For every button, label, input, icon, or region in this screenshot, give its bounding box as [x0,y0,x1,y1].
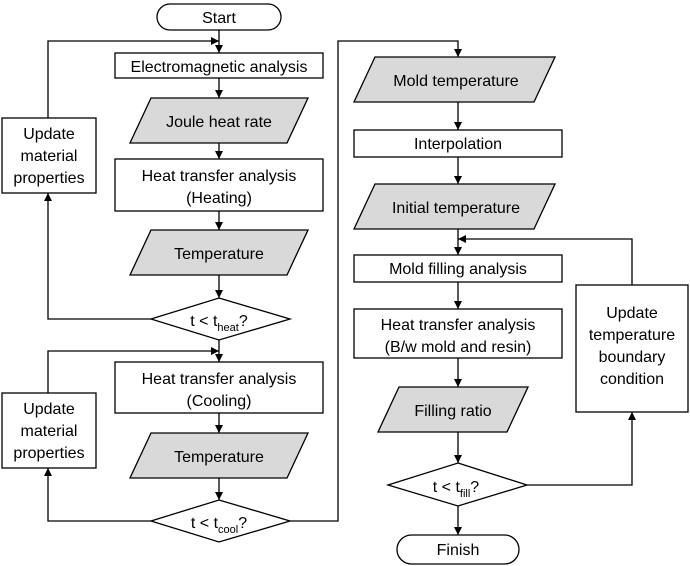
filling-ratio-label: Filling ratio [414,403,491,420]
interpolation-label: Interpolation [414,136,502,153]
joule-heat-rate-data: Joule heat rate [128,97,310,144]
loop-heat-to-update1 [44,193,151,320]
decision-cool-sub: cool [218,524,238,536]
hta-mold-resin-line1: Heat transfer analysis [381,317,536,334]
decision-fill: t < tfill? [385,462,530,507]
update-bc-line1: Update [606,305,658,322]
temperature-data-2: Temperature [128,432,310,479]
update1-line1: Update [23,126,75,143]
loop-update2-to-cooling [47,347,219,393]
decision-fill-prefix: t < t [433,479,461,496]
loop-update1-to-em [47,37,219,118]
temperature-label-1: Temperature [174,246,264,263]
filling-ratio-data: Filling ratio [376,386,530,433]
temperature-data-1: Temperature [128,229,310,276]
joule-heat-rate-label: Joule heat rate [166,114,272,131]
update-material-box-2: Update material properties [1,392,97,469]
cooling-label-line1: Heat transfer analysis [142,371,297,388]
decision-cool: t < tcool? [148,499,293,543]
update-boundary-condition-box: Update temperature boundary condition [575,284,689,413]
finish-label: Finish [437,542,480,559]
mold-filling-box: Mold filling analysis [353,254,563,283]
update-bc-line4: condition [600,371,664,388]
update-material-box-1: Update material properties [1,117,97,194]
heat-transfer-mold-resin-box: Heat transfer analysis (B/w mold and res… [353,308,563,359]
electromagnetic-analysis-label: Electromagnetic analysis [131,59,308,76]
decision-cool-label: t < tcool? [191,515,247,536]
decision-cool-prefix: t < t [191,515,219,532]
loop-fill-to-update-bc [527,412,636,486]
arrow-dec-cool-to-mold-temp [290,40,462,522]
update2-line1: Update [23,401,75,418]
heating-label-line2: (Heating) [186,190,252,207]
start-terminal: Start [156,3,282,31]
decision-fill-sub: fill [460,488,470,500]
update2-line3: properties [13,445,84,462]
decision-heat: t < theat? [148,297,293,341]
temperature-label-2: Temperature [174,449,264,466]
connectors [44,30,636,535]
initial-temperature-data: Initial temperature [352,183,557,230]
heat-transfer-heating-box: Heat transfer analysis (Heating) [114,158,324,212]
update-bc-line3: boundary [599,349,666,366]
decision-heat-label: t < theat? [190,313,248,334]
start-label: Start [202,10,236,27]
finish-terminal: Finish [396,534,520,565]
loop-update-bc-to-mold-fill [458,235,633,285]
decision-heat-sub: heat [217,322,238,334]
decision-heat-suffix: ? [239,313,248,330]
update2-line2: material [21,423,78,440]
decision-cool-suffix: ? [238,515,247,532]
cooling-label-line2: (Cooling) [187,393,252,410]
decision-fill-suffix: ? [470,479,479,496]
decision-heat-prefix: t < t [190,313,218,330]
mold-temperature-label: Mold temperature [393,73,518,90]
update1-line3: properties [13,170,84,187]
hta-mold-resin-line2: (B/w mold and resin) [385,339,532,356]
update-bc-line2: temperature [589,327,675,344]
mold-filling-label: Mold filling analysis [389,261,527,278]
loop-cool-to-update2 [44,468,151,522]
initial-temperature-label: Initial temperature [392,200,520,217]
electromagnetic-analysis-box: Electromagnetic analysis [114,52,324,79]
update1-line2: material [21,148,78,165]
mold-temperature-data: Mold temperature [352,56,557,103]
heat-transfer-cooling-box: Heat transfer analysis (Cooling) [114,361,324,414]
interpolation-box: Interpolation [353,129,563,158]
heating-label-line1: Heat transfer analysis [142,168,297,185]
decision-fill-label: t < tfill? [433,479,480,500]
